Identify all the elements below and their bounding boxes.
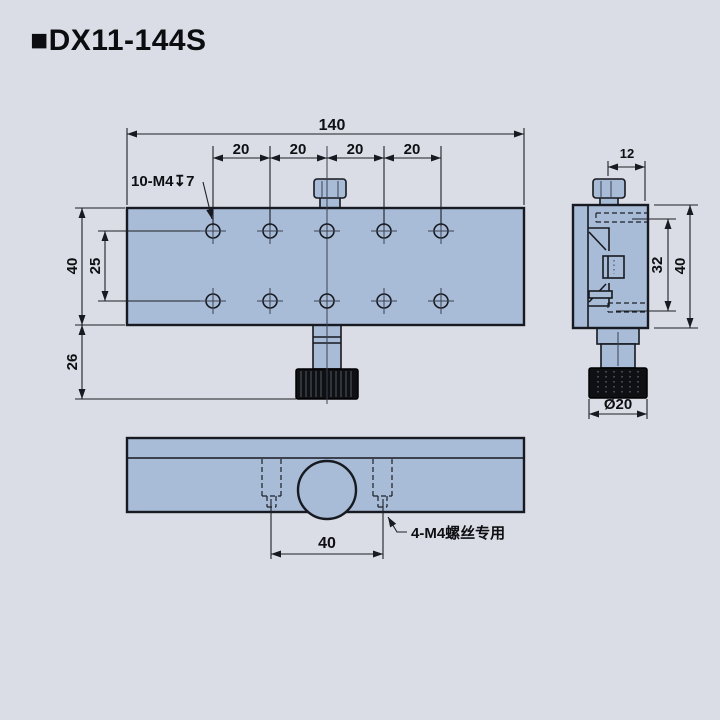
thread-label: 10-M4↧7 (131, 173, 194, 190)
hidden-holes (595, 212, 648, 313)
screw-callout: 4-M4螺丝专用 (387, 516, 505, 542)
gib-screw (602, 255, 625, 279)
dim-left-stack: 40 25 26 (64, 207, 296, 400)
top-knob-head (592, 178, 626, 199)
bottom-view: 40 4-M4螺丝专用 (125, 436, 526, 559)
knob-end-circle (296, 459, 358, 521)
dim-knob-diameter: Ø20 (588, 396, 648, 419)
dim-label-20: 20 (404, 141, 421, 158)
dim-hole-pitch: 20 20 20 20 (212, 141, 442, 226)
gib-strip (588, 290, 613, 299)
dim-label-26: 26 (64, 354, 81, 371)
dim-label-20: 20 (233, 141, 250, 158)
dim-12: 12 (607, 146, 646, 201)
dim-label-20: 20 (290, 141, 307, 158)
screw-label: 4-M4螺丝专用 (411, 524, 505, 542)
dim-label-40: 40 (64, 258, 81, 275)
dim-label-20: 20 (347, 141, 364, 158)
dim-label-140: 140 (319, 117, 346, 134)
side-view: 12 32 40 Ø20 (571, 146, 698, 419)
dim-label-40-side: 40 (672, 258, 689, 275)
dovetail-line (588, 227, 610, 251)
title-marker-icon: ■ (30, 24, 49, 57)
dim-40-bottom: 40 (270, 499, 384, 559)
stage-body-front (125, 206, 526, 327)
dim-32: 32 (616, 218, 676, 312)
drawing-title: ■DX11-144S (30, 24, 207, 58)
dim-label-40-bottom: 40 (318, 535, 336, 552)
knob-knurling (597, 371, 639, 396)
dim-label-12: 12 (620, 146, 634, 161)
drive-knob (588, 367, 648, 399)
dim-label-25: 25 (87, 258, 104, 275)
model-number: DX11-144S (48, 24, 207, 57)
dovetail-line (588, 231, 607, 251)
dim-40-side: 40 (654, 204, 698, 329)
leader-line (202, 181, 214, 220)
dim-label-32: 32 (649, 257, 666, 274)
mounting-holes (200, 218, 454, 314)
dovetail-section (588, 227, 625, 307)
leader-line (387, 516, 407, 533)
front-view: 140 20 20 20 20 10-M4↧7 (64, 117, 526, 404)
dim-140: 140 (126, 117, 525, 205)
top-knob-head (313, 178, 347, 199)
thread-callout: 10-M4↧7 (131, 173, 214, 220)
knob-knurling (300, 371, 352, 397)
dim-label-diameter: Ø20 (604, 396, 632, 413)
